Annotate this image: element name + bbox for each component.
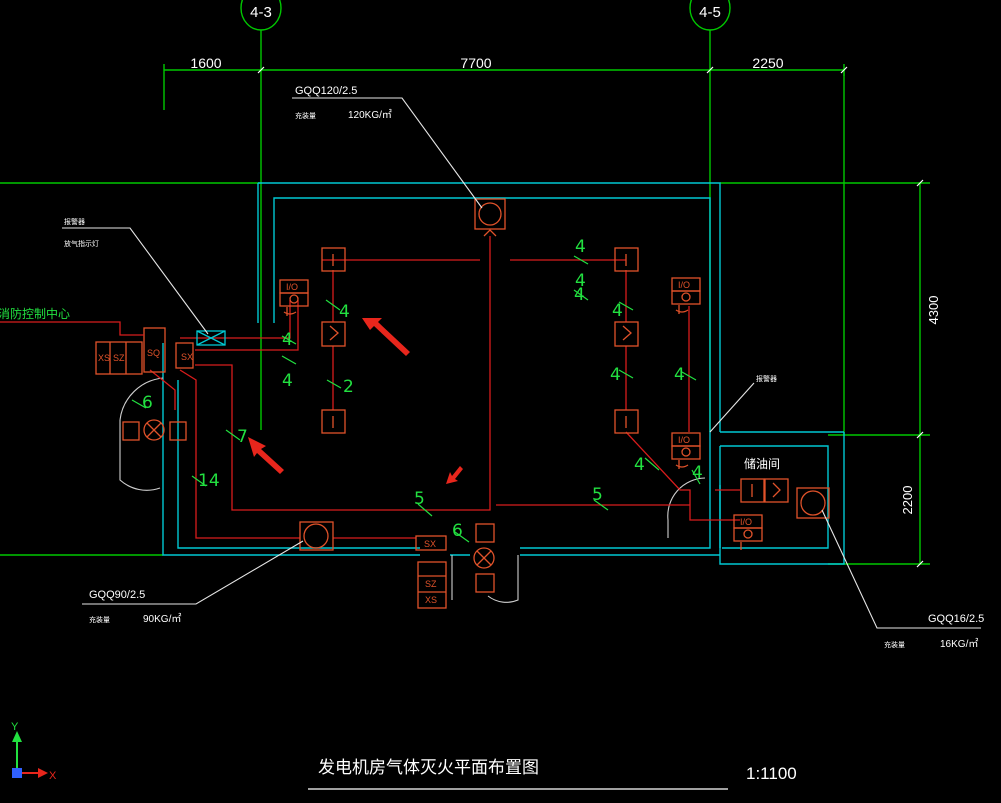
drawing-scale: 1:1100 xyxy=(746,764,797,783)
wire-count-w11: 4 xyxy=(692,463,703,483)
axis-label-4-5: 4-5 xyxy=(699,4,721,21)
cylinder-oil-model: GQQ16/2.5 xyxy=(928,613,984,625)
ucs-y-label: Y xyxy=(11,721,19,733)
cylinder-bottom-load-label: 充装量 xyxy=(89,615,110,624)
io-text-3: I/O xyxy=(678,435,690,445)
detector-3 xyxy=(614,247,639,272)
wire-tick-marks xyxy=(131,255,701,543)
panel-bottom-sx xyxy=(415,535,447,551)
equipment-text: I/O I/O I/O I/O SX SZ XS SQ SX SZ XS xyxy=(98,280,752,605)
detector-4 xyxy=(614,409,639,434)
leader-lines xyxy=(62,97,981,629)
bell-icon xyxy=(196,330,226,346)
dimension-2250: 2250 xyxy=(752,55,783,71)
wire-count-w9: 4 xyxy=(674,365,685,385)
arrow-1 xyxy=(362,318,410,356)
sz-text-left: SZ xyxy=(113,353,125,363)
detector-5 xyxy=(740,478,765,503)
wire-count-w4: 4 xyxy=(282,330,293,350)
control-center-line xyxy=(0,321,144,336)
wire-count-w18: 6 xyxy=(452,521,463,541)
heat-detector-3 xyxy=(764,478,789,503)
panel-sx xyxy=(175,342,194,369)
sx-text-left: SX xyxy=(181,352,193,362)
heat-detector-2 xyxy=(614,321,639,347)
ucs-x-label: X xyxy=(49,770,57,782)
sq-text-left: SQ xyxy=(147,348,160,358)
ucs-icon xyxy=(12,731,48,778)
io-text-4: I/O xyxy=(740,517,752,527)
wire-count-w14: 14 xyxy=(198,471,220,491)
dimension-4300: 4300 xyxy=(926,296,941,325)
xs-text-left: XS xyxy=(98,353,110,363)
wire-count-w5: 4 xyxy=(282,371,293,391)
panel-qt xyxy=(143,327,166,373)
dimension-1600: 1600 xyxy=(190,55,221,71)
heat-detector-1 xyxy=(321,321,346,347)
detector-1 xyxy=(321,247,346,272)
panel-sq xyxy=(95,341,143,375)
equipment xyxy=(95,198,830,609)
sx-text-bottom: SX xyxy=(424,539,436,549)
annotation-arrows xyxy=(248,318,463,484)
arrow-3 xyxy=(446,466,463,484)
io-module-3b xyxy=(671,445,701,460)
arrow-2 xyxy=(248,437,284,474)
wire-count-w2: 4 xyxy=(575,271,586,291)
strobe-left xyxy=(143,419,165,441)
cylinder-oil-load-label: 充装量 xyxy=(884,640,905,649)
dimension-7700: 7700 xyxy=(460,55,491,71)
wire-counts: 4 4 4 4 4 2 4 4 4 4 4 4 7 14 6 5 5 6 xyxy=(142,237,703,541)
wire-count-w3: 4 xyxy=(339,302,350,322)
cylinder-oil-room xyxy=(796,487,830,519)
wire-count-w17: 5 xyxy=(592,485,603,505)
strobe-bottom xyxy=(473,547,495,569)
wire-count-w8: 4 xyxy=(610,365,621,385)
callout-control-center: 消防控制中心 xyxy=(0,306,70,321)
wire-count-w16: 5 xyxy=(414,489,425,509)
io-text-1: I/O xyxy=(286,282,298,292)
wire-count-w12: 4 xyxy=(574,285,585,305)
wire-count-w7: 4 xyxy=(612,301,623,321)
cylinder-top-load-value: 120KG/㎡ xyxy=(348,109,392,121)
room-walls xyxy=(162,182,845,565)
wire-count-w6: 2 xyxy=(343,377,354,397)
xs-text-bottom: XS xyxy=(425,595,437,605)
io-module-1b xyxy=(279,292,309,307)
cylinder-bottom-model: GQQ90/2.5 xyxy=(89,589,145,601)
wiring-lines xyxy=(149,236,740,539)
panel-bottom-main xyxy=(417,561,447,609)
cylinder-bottom xyxy=(299,521,334,551)
cylinder-oil-load-value: 16KG/㎡ xyxy=(940,638,978,650)
axis-bubbles xyxy=(240,0,731,31)
wire-count-w1: 4 xyxy=(575,237,586,257)
dimension-ticks xyxy=(257,66,924,568)
sz-text-bottom: SZ xyxy=(425,579,437,589)
cylinder-bottom-load-value: 90KG/㎡ xyxy=(143,613,181,625)
axis-label-4-3: 4-3 xyxy=(250,4,272,21)
io-module-2b xyxy=(671,290,701,305)
io-module-4b xyxy=(733,527,763,542)
oil-room-label: 储油间 xyxy=(744,456,780,471)
drawing-title: 发电机房气体灭火平面布置图 xyxy=(318,758,539,778)
io-text-2: I/O xyxy=(678,280,690,290)
cylinder-bottom-callout: GQQ90/2.5 充装量 90KG/㎡ xyxy=(89,589,181,625)
wire-count-w15: 6 xyxy=(142,393,153,413)
cylinder-oil-callout: GQQ16/2.5 充装量 16KG/㎡ xyxy=(884,613,984,650)
grid-lines xyxy=(0,30,930,565)
cylinder-top-load-label: 充装量 xyxy=(295,111,316,120)
callout-alarm: 报警器 xyxy=(64,217,85,226)
callout-oil-room-tag: 报警器 xyxy=(756,374,777,383)
detector-2 xyxy=(321,409,346,434)
callout-release-indicator: 放气指示灯 xyxy=(64,239,99,248)
wire-count-w10: 4 xyxy=(634,455,645,475)
cylinder-top xyxy=(474,198,506,230)
cylinder-top-model: GQQ120/2.5 xyxy=(295,85,357,97)
dimension-2200: 2200 xyxy=(900,486,915,515)
wire-count-w13: 7 xyxy=(237,427,248,447)
cylinder-top-callout: GQQ120/2.5 充装量 120KG/㎡ xyxy=(295,85,392,121)
